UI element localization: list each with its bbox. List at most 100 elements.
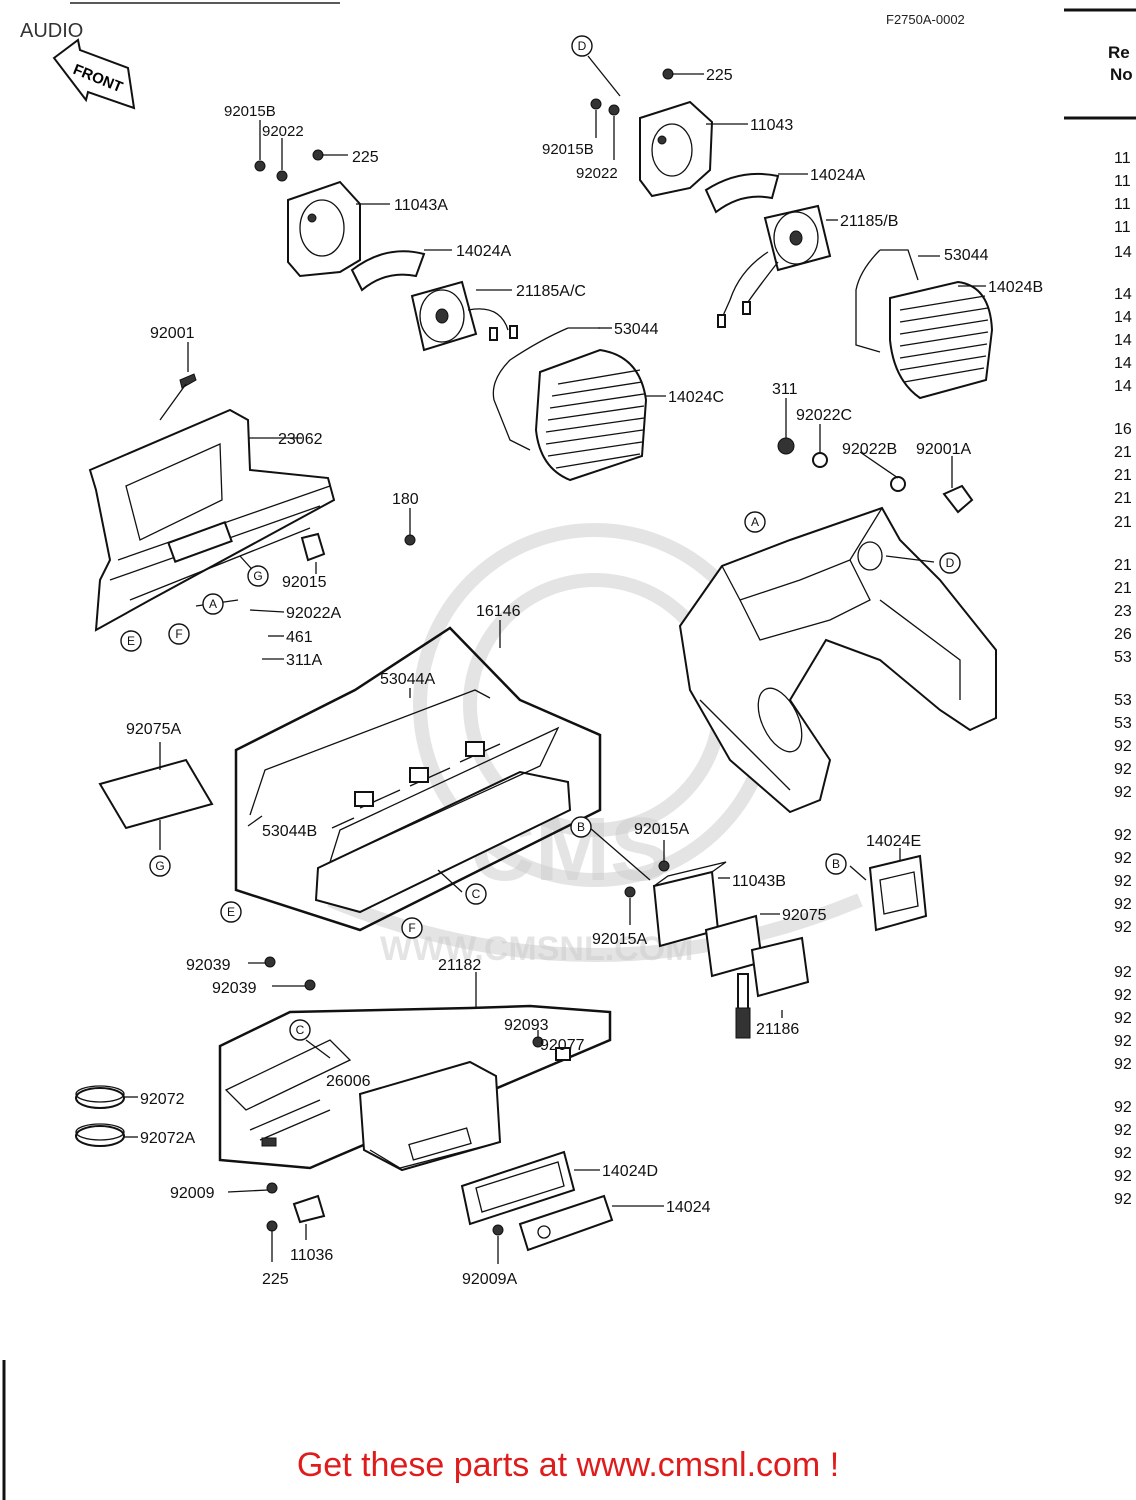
ref-entry: 92 [1114,964,1132,981]
svg-text:A: A [751,515,759,529]
label-53044-left: 53044 [614,321,659,338]
callout-D-right: D [939,552,961,574]
pad-92075A [98,742,214,850]
ref-entry: 92 [1114,987,1132,1004]
ref-entry: 21 [1114,444,1132,461]
label-11043: 11043 [750,117,793,134]
callout-A-bracket: A [202,593,224,615]
label-92075: 92075 [782,907,827,924]
ref-entry: 53 [1114,649,1132,666]
label-92009: 92009 [170,1185,215,1202]
svg-text:F: F [408,921,415,935]
bracket-11036 [266,1182,504,1236]
ref-entry: 92 [1114,873,1132,890]
ref-entry: 11 [1114,173,1131,190]
ref-entry: 92 [1114,1010,1132,1027]
ref-entry: 92 [1114,1056,1132,1073]
ref-entry: 92 [1114,896,1132,913]
fairing-housing [678,437,997,814]
svg-text:B: B [577,820,585,834]
label-225-bottom: 225 [262,1271,289,1288]
ref-entry: 21 [1114,580,1132,597]
svg-text:D: D [946,556,955,570]
leader-lines [124,55,986,1264]
label-92001A: 92001A [916,441,971,458]
ref-entry: 92 [1114,738,1132,755]
callout-B-bezel: B [825,853,847,875]
label-225-left: 225 [352,149,379,166]
ref-entry: 92 [1114,1122,1132,1139]
label-92039-a: 92039 [186,957,231,974]
footer-link-text: Get these parts at www.cmsnl.com ! [296,1446,840,1484]
left-speaker-assembly [254,149,648,482]
ref-entry: 92 [1114,919,1132,936]
label-53044-right: 53044 [944,247,989,264]
ref-entry: 92 [1114,1168,1132,1185]
callout-C-radio: C [289,1019,311,1041]
ref-entry: 53 [1114,715,1132,732]
ref-entry: 14 [1114,244,1132,261]
label-92015A-bottom: 92015A [592,931,647,948]
label-92022-left: 92022 [262,123,304,140]
ref-entry: 11 [1114,150,1131,167]
ref-entry: 23 [1114,603,1132,620]
ref-entry: 92 [1114,761,1132,778]
label-53044A: 53044A [380,671,435,688]
callout-G-pad: G [149,855,171,877]
label-26006: 26006 [326,1073,371,1090]
svg-text:B: B [832,857,840,871]
bracket-23062-assembly [88,373,416,632]
ref-entry: 53 [1114,692,1132,709]
callout-E-frame: E [220,901,242,923]
ref-entry: 14 [1114,332,1132,349]
ref-entry: 92 [1114,827,1132,844]
ref-entry: 92 [1114,784,1132,801]
svg-text:G: G [155,859,164,873]
callout-A-housing: A [744,511,766,533]
ref-entry: 11 [1114,196,1131,213]
cover-14024 [518,1194,614,1252]
svg-text:F: F [175,627,182,641]
label-311A: 311A [286,652,323,669]
label-92075A: 92075A [126,721,181,738]
callout-F-frame: F [401,917,423,939]
ref-entry: 92 [1114,1145,1132,1162]
ref-entry: 14 [1114,286,1132,303]
label-21185AC: 21185A/C [516,283,586,300]
label-23062: 23062 [278,431,323,448]
label-180: 180 [392,491,419,508]
svg-text:A: A [209,597,217,611]
ref-entry: 16 [1114,421,1132,438]
label-21185B: 21185/B [840,213,898,230]
svg-text:C: C [296,1023,305,1037]
label-92072: 92072 [140,1091,185,1108]
ref-entry: 14 [1114,309,1132,326]
svg-text:C: C [472,887,481,901]
bezel-14024E [868,854,928,932]
callout-C-frame: C [465,883,487,905]
label-14024B: 14024B [988,279,1043,296]
label-21186: 21186 [756,1021,799,1038]
label-21182: 21182 [438,957,481,974]
svg-text:D: D [578,39,587,53]
ref-entry: 21 [1114,557,1132,574]
label-14024C: 14024C [668,389,724,406]
label-92015A-top: 92015A [634,821,689,838]
label-461: 461 [286,629,313,646]
ref-entry: 92 [1114,1033,1132,1050]
label-92039-b: 92039 [212,980,257,997]
ref-header-2: No [1110,65,1133,84]
ref-entry: 11 [1114,219,1131,236]
label-11036: 11036 [290,1247,333,1264]
ref-no-column: Re No 1111111114141414141416212121212121… [1064,8,1136,1208]
callout-B-frame: B [570,816,592,838]
clamp-92072A [75,1123,125,1147]
callout-D-top: D [571,35,593,57]
label-14024A-right: 14024A [810,167,865,184]
label-14024E: 14024E [866,833,921,850]
label-92015B-right: 92015B [542,141,594,158]
label-92077: 92077 [540,1037,585,1054]
callout-G-bracket: G [247,565,269,587]
callout-E-bracket: E [120,630,142,652]
